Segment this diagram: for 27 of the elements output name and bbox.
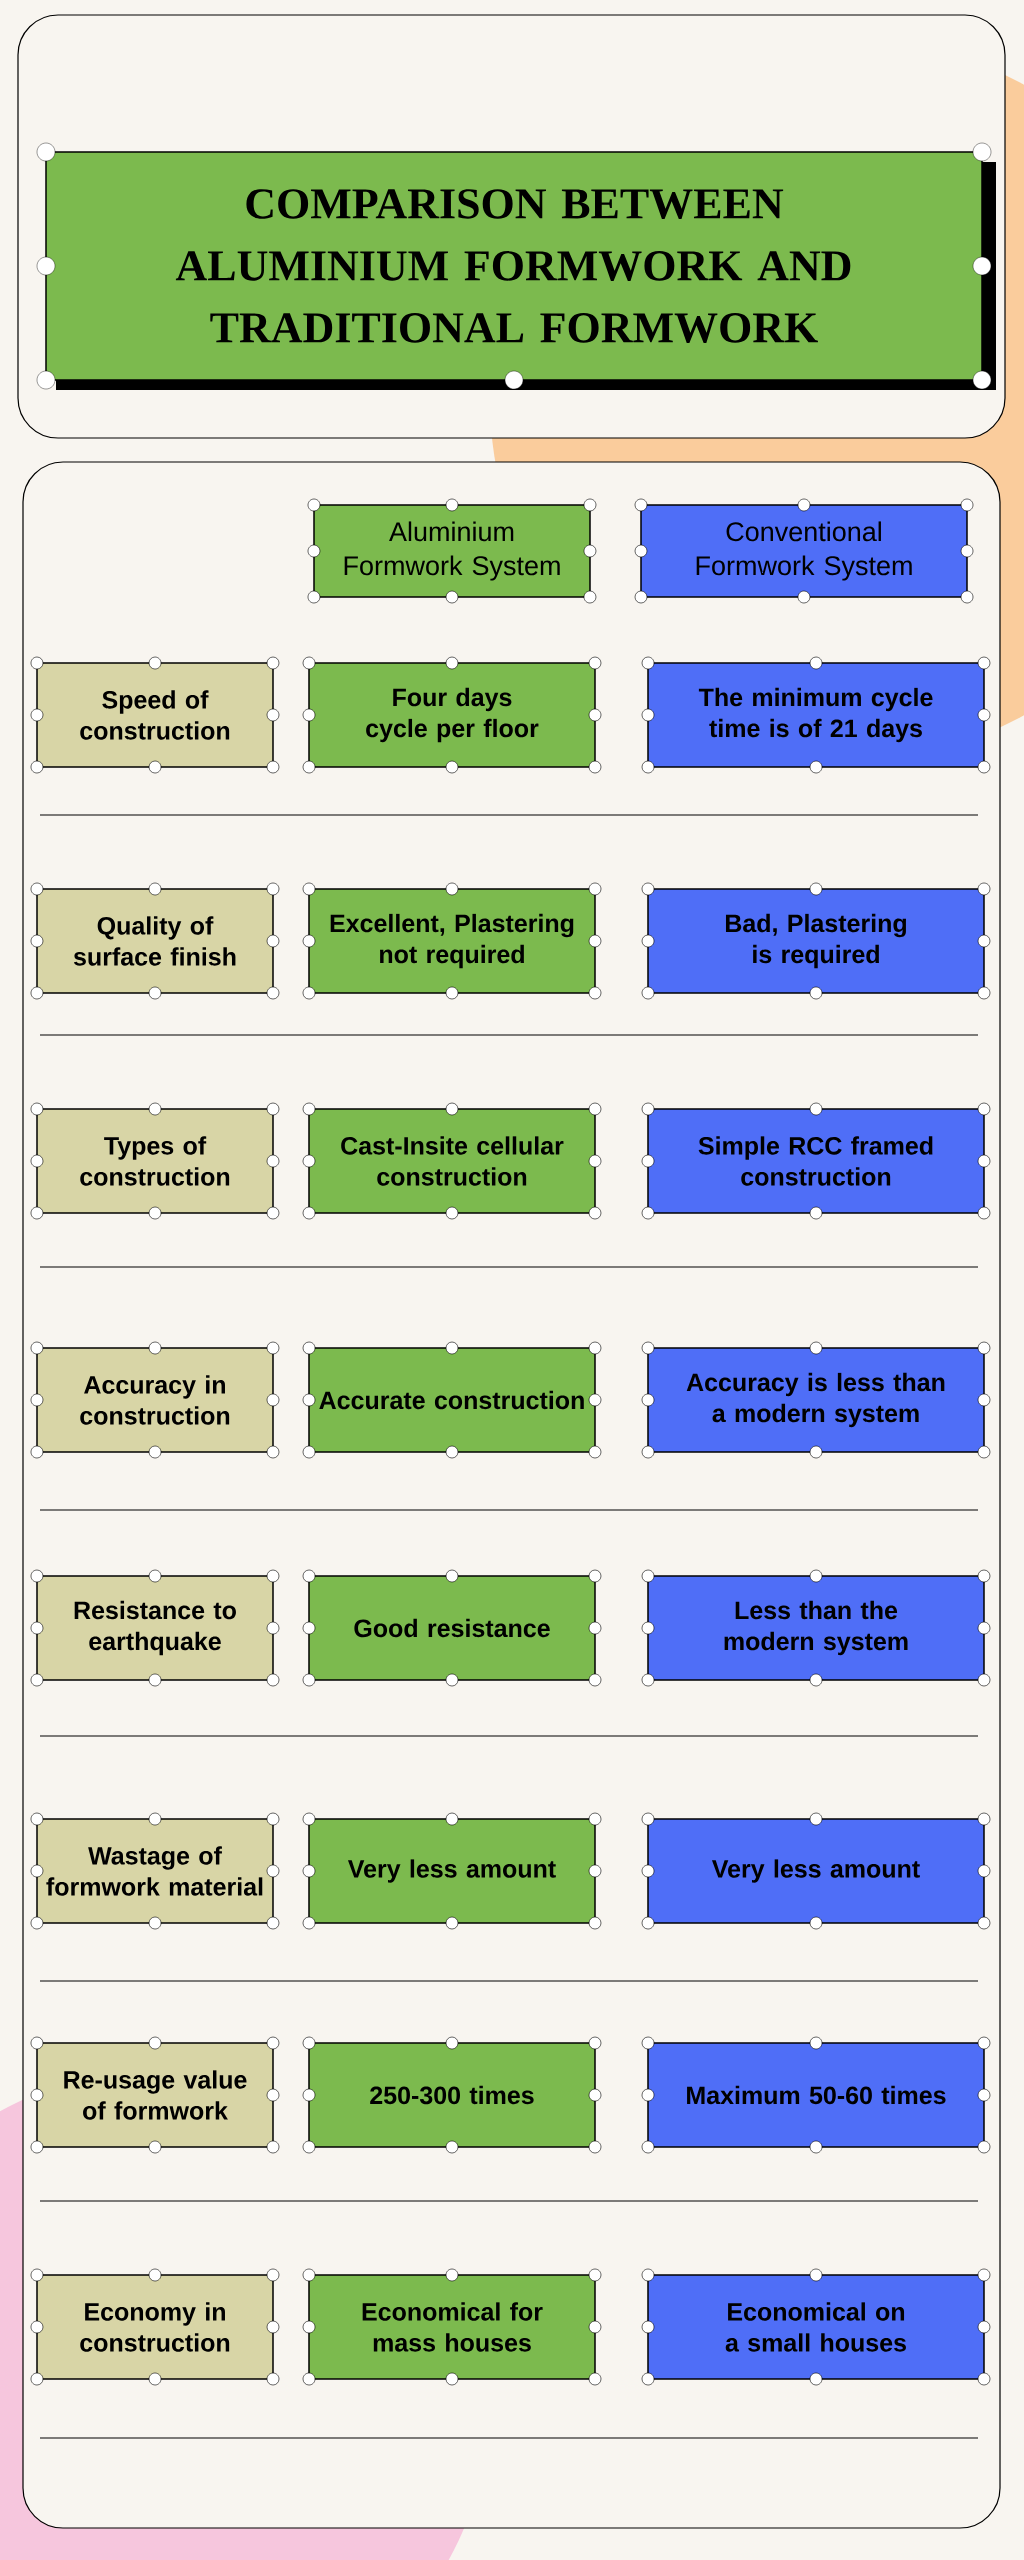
comparison-box: Accuracy is less than a modern system [641,1341,991,1459]
header-box: Conventional Formwork System [634,498,974,604]
criterion-box: Accuracy in construction [30,1341,280,1459]
header-box: Aluminium Formwork System [307,498,597,604]
comparison-box: Simple RCC framed construction [641,1102,991,1220]
criterion-box: Re-usage value of formwork [30,2036,280,2154]
comparison-box: Very less amount [302,1812,602,1930]
comparison-box: Cast-Insite cellular construction [302,1102,602,1220]
criterion-box: Economy in construction [30,2268,280,2386]
comparison-box: Very less amount [641,1812,991,1930]
comparison-box: Good resistance [302,1569,602,1687]
comparison-box: Less than the modern system [641,1569,991,1687]
comparison-box: 250-300 times [302,2036,602,2154]
title-banner: COMPARISON BETWEEN ALUMINIUM FORMWORK AND TRADITIONAL FORMWORK [36,142,996,390]
criterion-box: Resistance to earthquake [30,1569,280,1687]
criterion-box: Types of construction [30,1102,280,1220]
criterion-box: Wastage of formwork material [30,1812,280,1930]
comparison-box: Excellent, Plastering not required [302,882,602,1000]
criterion-box: Speed of construction [30,656,280,774]
comparison-box: Four days cycle per floor [302,656,602,774]
criterion-box: Quality of surface finish [30,882,280,1000]
comparison-box: Maximum 50-60 times [641,2036,991,2154]
comparison-box: Economical on a small houses [641,2268,991,2386]
comparison-box: The minimum cycle time is of 21 days [641,656,991,774]
comparison-box: Economical for mass houses [302,2268,602,2386]
comparison-box: Bad, Plastering is required [641,882,991,1000]
comparison-box: Accurate construction [302,1341,602,1459]
